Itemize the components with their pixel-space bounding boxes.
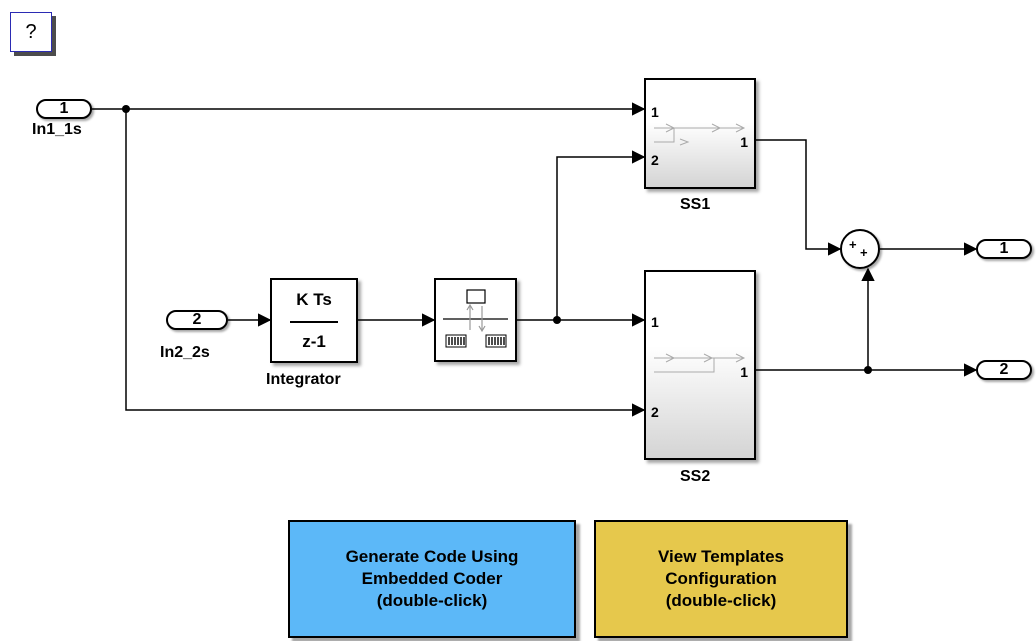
view-templates-button[interactable]: View Templates Configuration (double-cli… <box>594 520 848 638</box>
branch-point <box>553 316 561 324</box>
line-in1-to-ss2 <box>125 109 646 417</box>
ss2-out-port-1: 1 <box>740 364 748 380</box>
rate-transition-block[interactable] <box>434 278 517 362</box>
ss2-in-port-2: 2 <box>651 404 659 420</box>
sum-block[interactable]: + + <box>840 229 880 269</box>
inport-2[interactable]: 2 <box>166 310 228 330</box>
integrator-label: Integrator <box>266 371 341 388</box>
integrator-block[interactable]: K Ts z-1 <box>270 278 358 363</box>
inport-1-label: In1_1s <box>32 121 82 138</box>
sum-sign-2: + <box>860 245 868 260</box>
fraction-bar <box>290 321 338 323</box>
ss1-in-port-2: 2 <box>651 152 659 168</box>
help-button[interactable]: ? <box>10 12 52 52</box>
generate-code-button[interactable]: Generate Code Using Embedded Coder (doub… <box>288 520 576 638</box>
sum-sign-1: + <box>849 237 857 252</box>
ss2-in-port-1: 1 <box>651 314 659 330</box>
subsystem-icon <box>654 353 746 373</box>
outport-2[interactable]: 2 <box>976 360 1032 380</box>
ss1-label: SS1 <box>680 196 711 213</box>
inport-2-label: In2_2s <box>160 344 210 361</box>
line-ss1-to-sum <box>756 139 842 256</box>
rate-transition-icon <box>443 289 508 348</box>
branch-point <box>122 105 130 113</box>
subsystem-ss1[interactable]: 1 2 1 <box>644 78 756 189</box>
outport-1[interactable]: 1 <box>976 239 1032 259</box>
ss2-label: SS2 <box>680 468 711 485</box>
ss1-in-port-1: 1 <box>651 104 659 120</box>
subsystem-ss2[interactable]: 1 2 1 <box>644 270 756 460</box>
integrator-denominator: z-1 <box>302 332 326 351</box>
integrator-numerator: K Ts <box>296 290 332 309</box>
ss1-out-port-1: 1 <box>740 134 748 150</box>
branch-point <box>864 366 872 374</box>
subsystem-icon <box>654 123 746 146</box>
generate-code-label: Generate Code Using Embedded Coder (doub… <box>345 547 519 610</box>
view-templates-label: View Templates Configuration (double-cli… <box>658 547 784 610</box>
line-rt-to-ss1 <box>556 150 646 320</box>
inport-1[interactable]: 1 <box>36 99 92 119</box>
